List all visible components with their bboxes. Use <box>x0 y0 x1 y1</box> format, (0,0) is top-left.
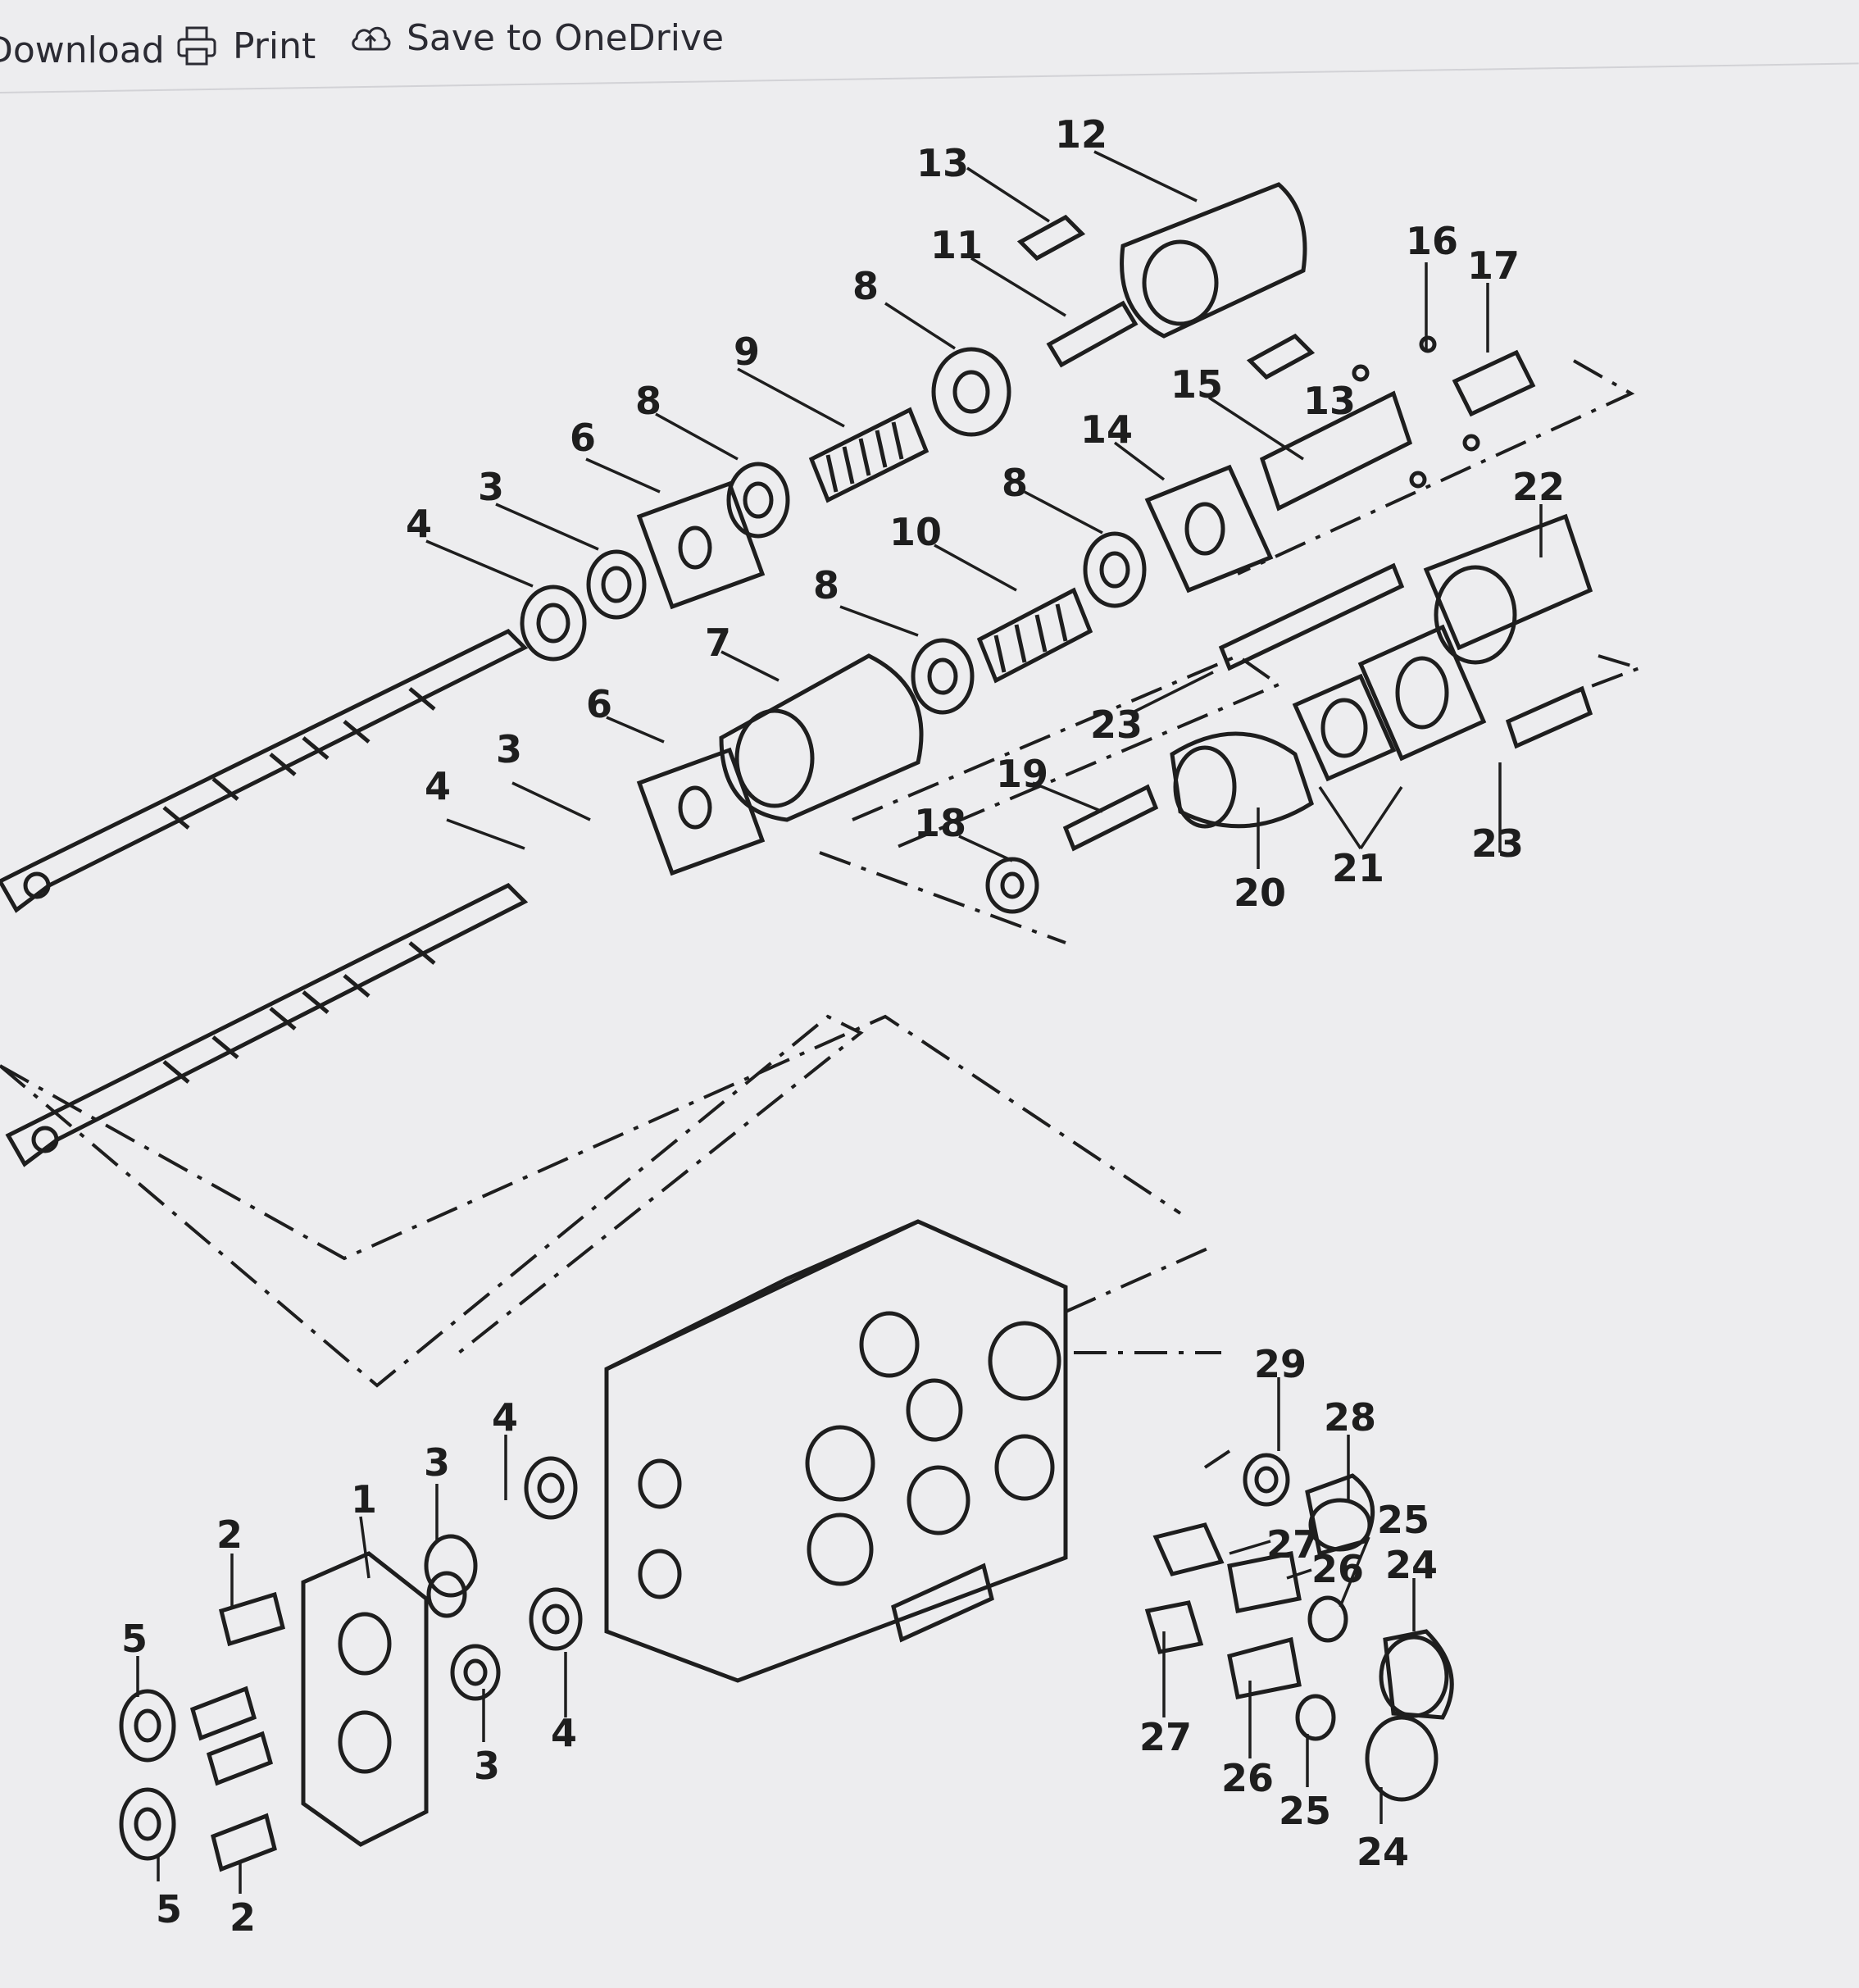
callout-10: 10 <box>889 510 942 554</box>
callout-14: 14 <box>1080 407 1133 452</box>
toolbar-divider <box>0 62 1859 93</box>
callout-2: 2 <box>230 1895 256 1940</box>
callout-27: 27 <box>1266 1522 1319 1567</box>
callout-7: 7 <box>705 621 731 665</box>
callout-5: 5 <box>121 1617 148 1661</box>
download-label: Download <box>0 30 165 71</box>
callout-15: 15 <box>1170 362 1223 407</box>
callout-28: 28 <box>1324 1395 1376 1440</box>
save-to-onedrive-button[interactable]: Save to OneDrive <box>349 16 724 59</box>
alignment-dashes <box>0 359 1645 1469</box>
valve-body <box>604 1219 1068 1683</box>
callout-leaders <box>136 150 1543 1894</box>
callout-11: 11 <box>930 223 983 267</box>
callout-1: 1 <box>351 1477 377 1522</box>
callout-3: 3 <box>496 727 522 771</box>
plug-assembly <box>1144 1453 1454 1802</box>
callout-8: 8 <box>813 563 839 607</box>
callout-3: 3 <box>474 1744 500 1788</box>
callout-8: 8 <box>852 264 879 308</box>
end-cover <box>119 1456 583 1872</box>
callout-4: 4 <box>425 764 451 808</box>
callout-4: 4 <box>492 1395 518 1440</box>
upper-parts-row <box>520 182 1536 662</box>
print-button[interactable]: Print <box>175 25 316 67</box>
callout-26: 26 <box>1221 1756 1274 1800</box>
callout-23: 23 <box>1471 821 1524 866</box>
callout-13: 13 <box>1303 379 1356 423</box>
callout-5: 5 <box>156 1887 182 1931</box>
callout-26: 26 <box>1311 1547 1364 1591</box>
callout-21: 21 <box>1332 846 1384 890</box>
callout-25: 25 <box>1377 1498 1429 1542</box>
callout-12: 12 <box>1055 112 1107 157</box>
callout-18: 18 <box>914 801 966 845</box>
callout-4: 4 <box>406 502 432 546</box>
callout-22: 22 <box>1512 465 1565 509</box>
lower-spool-shaft <box>5 882 529 1167</box>
print-label: Print <box>233 25 316 67</box>
callout-9: 9 <box>734 330 760 374</box>
callout-24: 24 <box>1357 1830 1409 1874</box>
callout-8: 8 <box>635 379 661 423</box>
callout-3: 3 <box>424 1440 450 1485</box>
callout-24: 24 <box>1385 1543 1438 1587</box>
callout-4: 4 <box>551 1711 577 1755</box>
callout-13: 13 <box>916 141 969 185</box>
middle-parts-row <box>636 464 1593 914</box>
callout-3: 3 <box>478 465 504 509</box>
callout-23: 23 <box>1090 703 1143 747</box>
callout-27: 27 <box>1139 1715 1192 1759</box>
callout-8: 8 <box>1002 461 1028 505</box>
callout-numbers: 13 12 11 8 9 8 6 3 4 16 17 15 13 14 8 10… <box>121 112 1565 1940</box>
callout-20: 20 <box>1234 871 1286 915</box>
callout-25: 25 <box>1279 1789 1331 1833</box>
callout-16: 16 <box>1406 219 1458 263</box>
exploded-parts-diagram: 13 12 11 8 9 8 6 3 4 16 17 15 13 14 8 10… <box>0 112 1645 1940</box>
cloud-upload-icon <box>352 26 391 51</box>
callout-19: 19 <box>996 752 1048 796</box>
callout-17: 17 <box>1467 243 1520 288</box>
download-button[interactable]: Download <box>0 30 165 71</box>
document-canvas: 13 12 11 8 9 8 6 3 4 16 17 15 13 14 8 10… <box>0 98 1859 1988</box>
callout-6: 6 <box>570 416 596 460</box>
callout-6: 6 <box>586 682 612 726</box>
onedrive-label: Save to OneDrive <box>407 16 725 59</box>
document-toolbar: Download Print Save to OneDrive <box>0 0 1859 98</box>
callout-29: 29 <box>1254 1342 1307 1386</box>
upper-spool-shaft <box>0 628 529 913</box>
callout-2: 2 <box>216 1513 243 1557</box>
print-icon <box>177 26 216 66</box>
